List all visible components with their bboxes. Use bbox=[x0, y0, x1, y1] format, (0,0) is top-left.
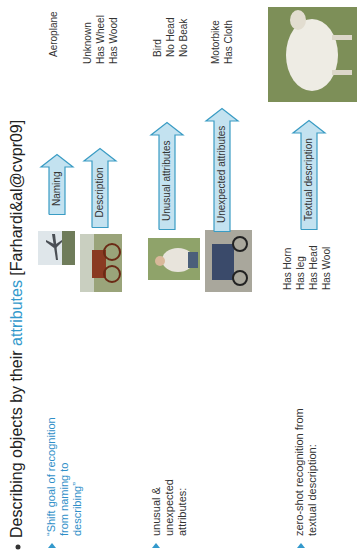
arrow-outline bbox=[84, 149, 116, 228]
arrow-outline bbox=[41, 155, 73, 215]
bullet-text: “Shift goal of recognition from naming t… bbox=[45, 417, 83, 536]
label: Bird bbox=[152, 39, 164, 57]
attribute-label: Has Horn bbox=[282, 248, 293, 290]
attribute-label: Aeroplane bbox=[48, 11, 59, 57]
label: Has Wool bbox=[321, 247, 333, 290]
arrow-text: Textual description bbox=[303, 138, 315, 221]
attribute-label: Has Cloth bbox=[223, 20, 234, 64]
label: Has Horn bbox=[282, 248, 294, 290]
label: Has Head bbox=[308, 246, 320, 290]
block-arrow: Description bbox=[83, 148, 117, 228]
bullet-marker bbox=[152, 543, 160, 548]
attribute-label: No Head bbox=[165, 18, 176, 57]
label: Has Cloth bbox=[223, 20, 235, 64]
title-text: Describing objects by their attributes [… bbox=[8, 120, 25, 538]
arrow-outline bbox=[293, 121, 325, 230]
arrow-text: Unusual attributes bbox=[161, 140, 173, 221]
bullet-dot bbox=[16, 545, 21, 550]
attribute-label: Has Wheel bbox=[95, 15, 106, 64]
arrow-text: Unexpected attributes bbox=[216, 126, 228, 223]
label: No Beak bbox=[178, 19, 190, 57]
arrow-text: Naming bbox=[51, 172, 63, 206]
aeroplane-photo bbox=[38, 231, 75, 265]
attribute-label: Has Wood bbox=[108, 17, 119, 64]
label: Has Wood bbox=[108, 17, 120, 64]
bullet-marker bbox=[297, 543, 305, 548]
sheep-photo bbox=[268, 7, 357, 102]
block-arrow: Naming bbox=[40, 154, 74, 215]
attribute-label: Has Wool bbox=[321, 247, 332, 290]
label: Motorbike bbox=[210, 20, 222, 64]
label: No Head bbox=[165, 18, 177, 57]
label: “Shift goal of recognition from naming t… bbox=[45, 408, 84, 536]
attribute-label: Unknown bbox=[82, 22, 93, 64]
arrow-outline bbox=[206, 109, 238, 232]
bullet-text: unusual & unexpected attributes: bbox=[150, 479, 188, 536]
bullet-marker bbox=[48, 543, 56, 548]
carriage-photo bbox=[80, 234, 122, 292]
slide-title: Describing objects by their attributes [… bbox=[8, 120, 26, 538]
bullet-text: zero-shot recognition from textual descr… bbox=[293, 408, 318, 536]
label: Has leg bbox=[295, 256, 307, 290]
label: Has Wheel bbox=[95, 15, 107, 64]
label: zero-shot recognition from textual descr… bbox=[293, 406, 319, 536]
arrow-text: Description bbox=[94, 167, 106, 217]
attribute-label: Bird bbox=[152, 39, 163, 57]
block-arrow: Unexpected attributes bbox=[205, 108, 239, 232]
block-arrow: Textual description bbox=[292, 120, 326, 230]
block-arrow: Unusual attributes bbox=[150, 122, 184, 230]
label: Aeroplane bbox=[48, 11, 60, 57]
bird-person-photo bbox=[148, 238, 200, 280]
attribute-label: No Beak bbox=[178, 19, 189, 57]
attribute-label: Motorbike bbox=[210, 20, 221, 64]
label: unusual & unexpected attributes: bbox=[150, 432, 189, 536]
motorbike-photo bbox=[205, 230, 252, 292]
attribute-label: Has Head bbox=[308, 246, 319, 290]
arrow-outline bbox=[151, 123, 183, 230]
label: Unknown bbox=[82, 22, 94, 64]
attribute-label: Has leg bbox=[295, 256, 306, 290]
